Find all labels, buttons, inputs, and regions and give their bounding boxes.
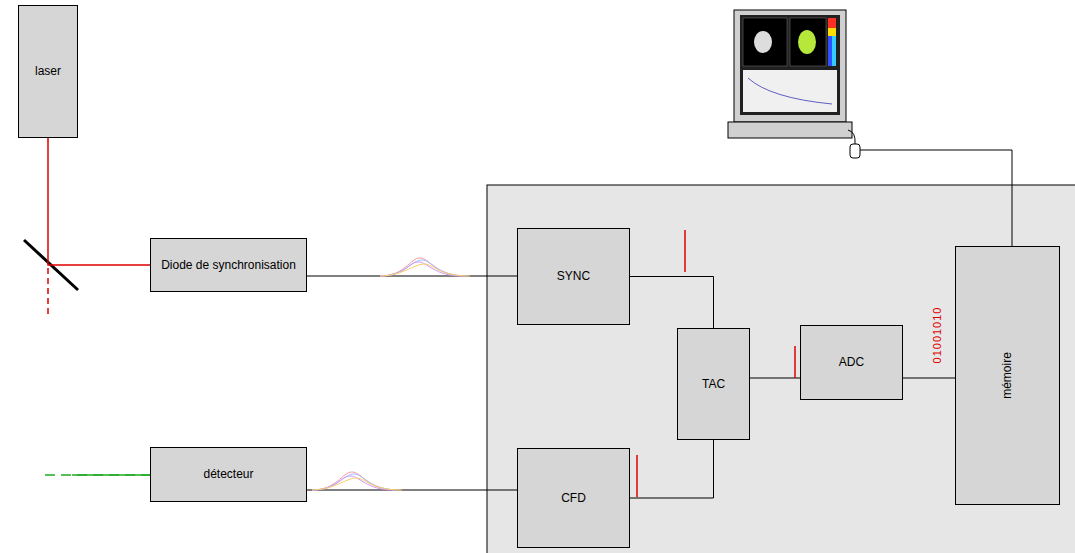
computer-cable <box>860 150 1012 246</box>
node-label: SYNC <box>557 269 590 284</box>
signal-wire <box>307 490 517 491</box>
module-box: CFD <box>517 448 630 548</box>
analog-pulse <box>794 346 796 378</box>
signal-wire <box>48 138 150 265</box>
node-label: laser <box>35 64 61 79</box>
logic-pulse <box>636 455 638 497</box>
photodiode-box: Diode de synchronisation <box>150 238 307 292</box>
binary-code: 01001010 <box>931 307 943 364</box>
signal-wire <box>630 440 714 498</box>
transmitted-beam <box>47 268 49 318</box>
fluorescence-beam <box>72 474 150 476</box>
computer <box>728 10 860 158</box>
fluorescence-beam <box>45 474 150 476</box>
node-label: détecteur <box>203 467 253 482</box>
module-box: SYNC <box>517 228 630 325</box>
signal-wire <box>307 276 517 277</box>
node-label: ADC <box>839 355 864 370</box>
module-box: ADC <box>800 325 903 400</box>
node-label: CFD <box>561 491 586 506</box>
detector-box: détecteur <box>150 447 307 502</box>
node-label: Diode de synchronisation <box>161 258 296 273</box>
acquisition-card <box>487 185 1075 553</box>
signal-wire <box>630 277 714 329</box>
signal-wire <box>750 378 800 379</box>
pulse-sync <box>380 258 470 276</box>
node-label: TAC <box>702 377 725 392</box>
laser-box: laser <box>18 5 78 138</box>
signal-wire <box>903 378 955 379</box>
node-label: mémoire <box>1000 352 1015 399</box>
pulse-detector <box>312 472 402 490</box>
memory-box: mémoire <box>955 246 1060 505</box>
logic-pulse <box>684 230 686 272</box>
module-box: TAC <box>677 328 750 440</box>
